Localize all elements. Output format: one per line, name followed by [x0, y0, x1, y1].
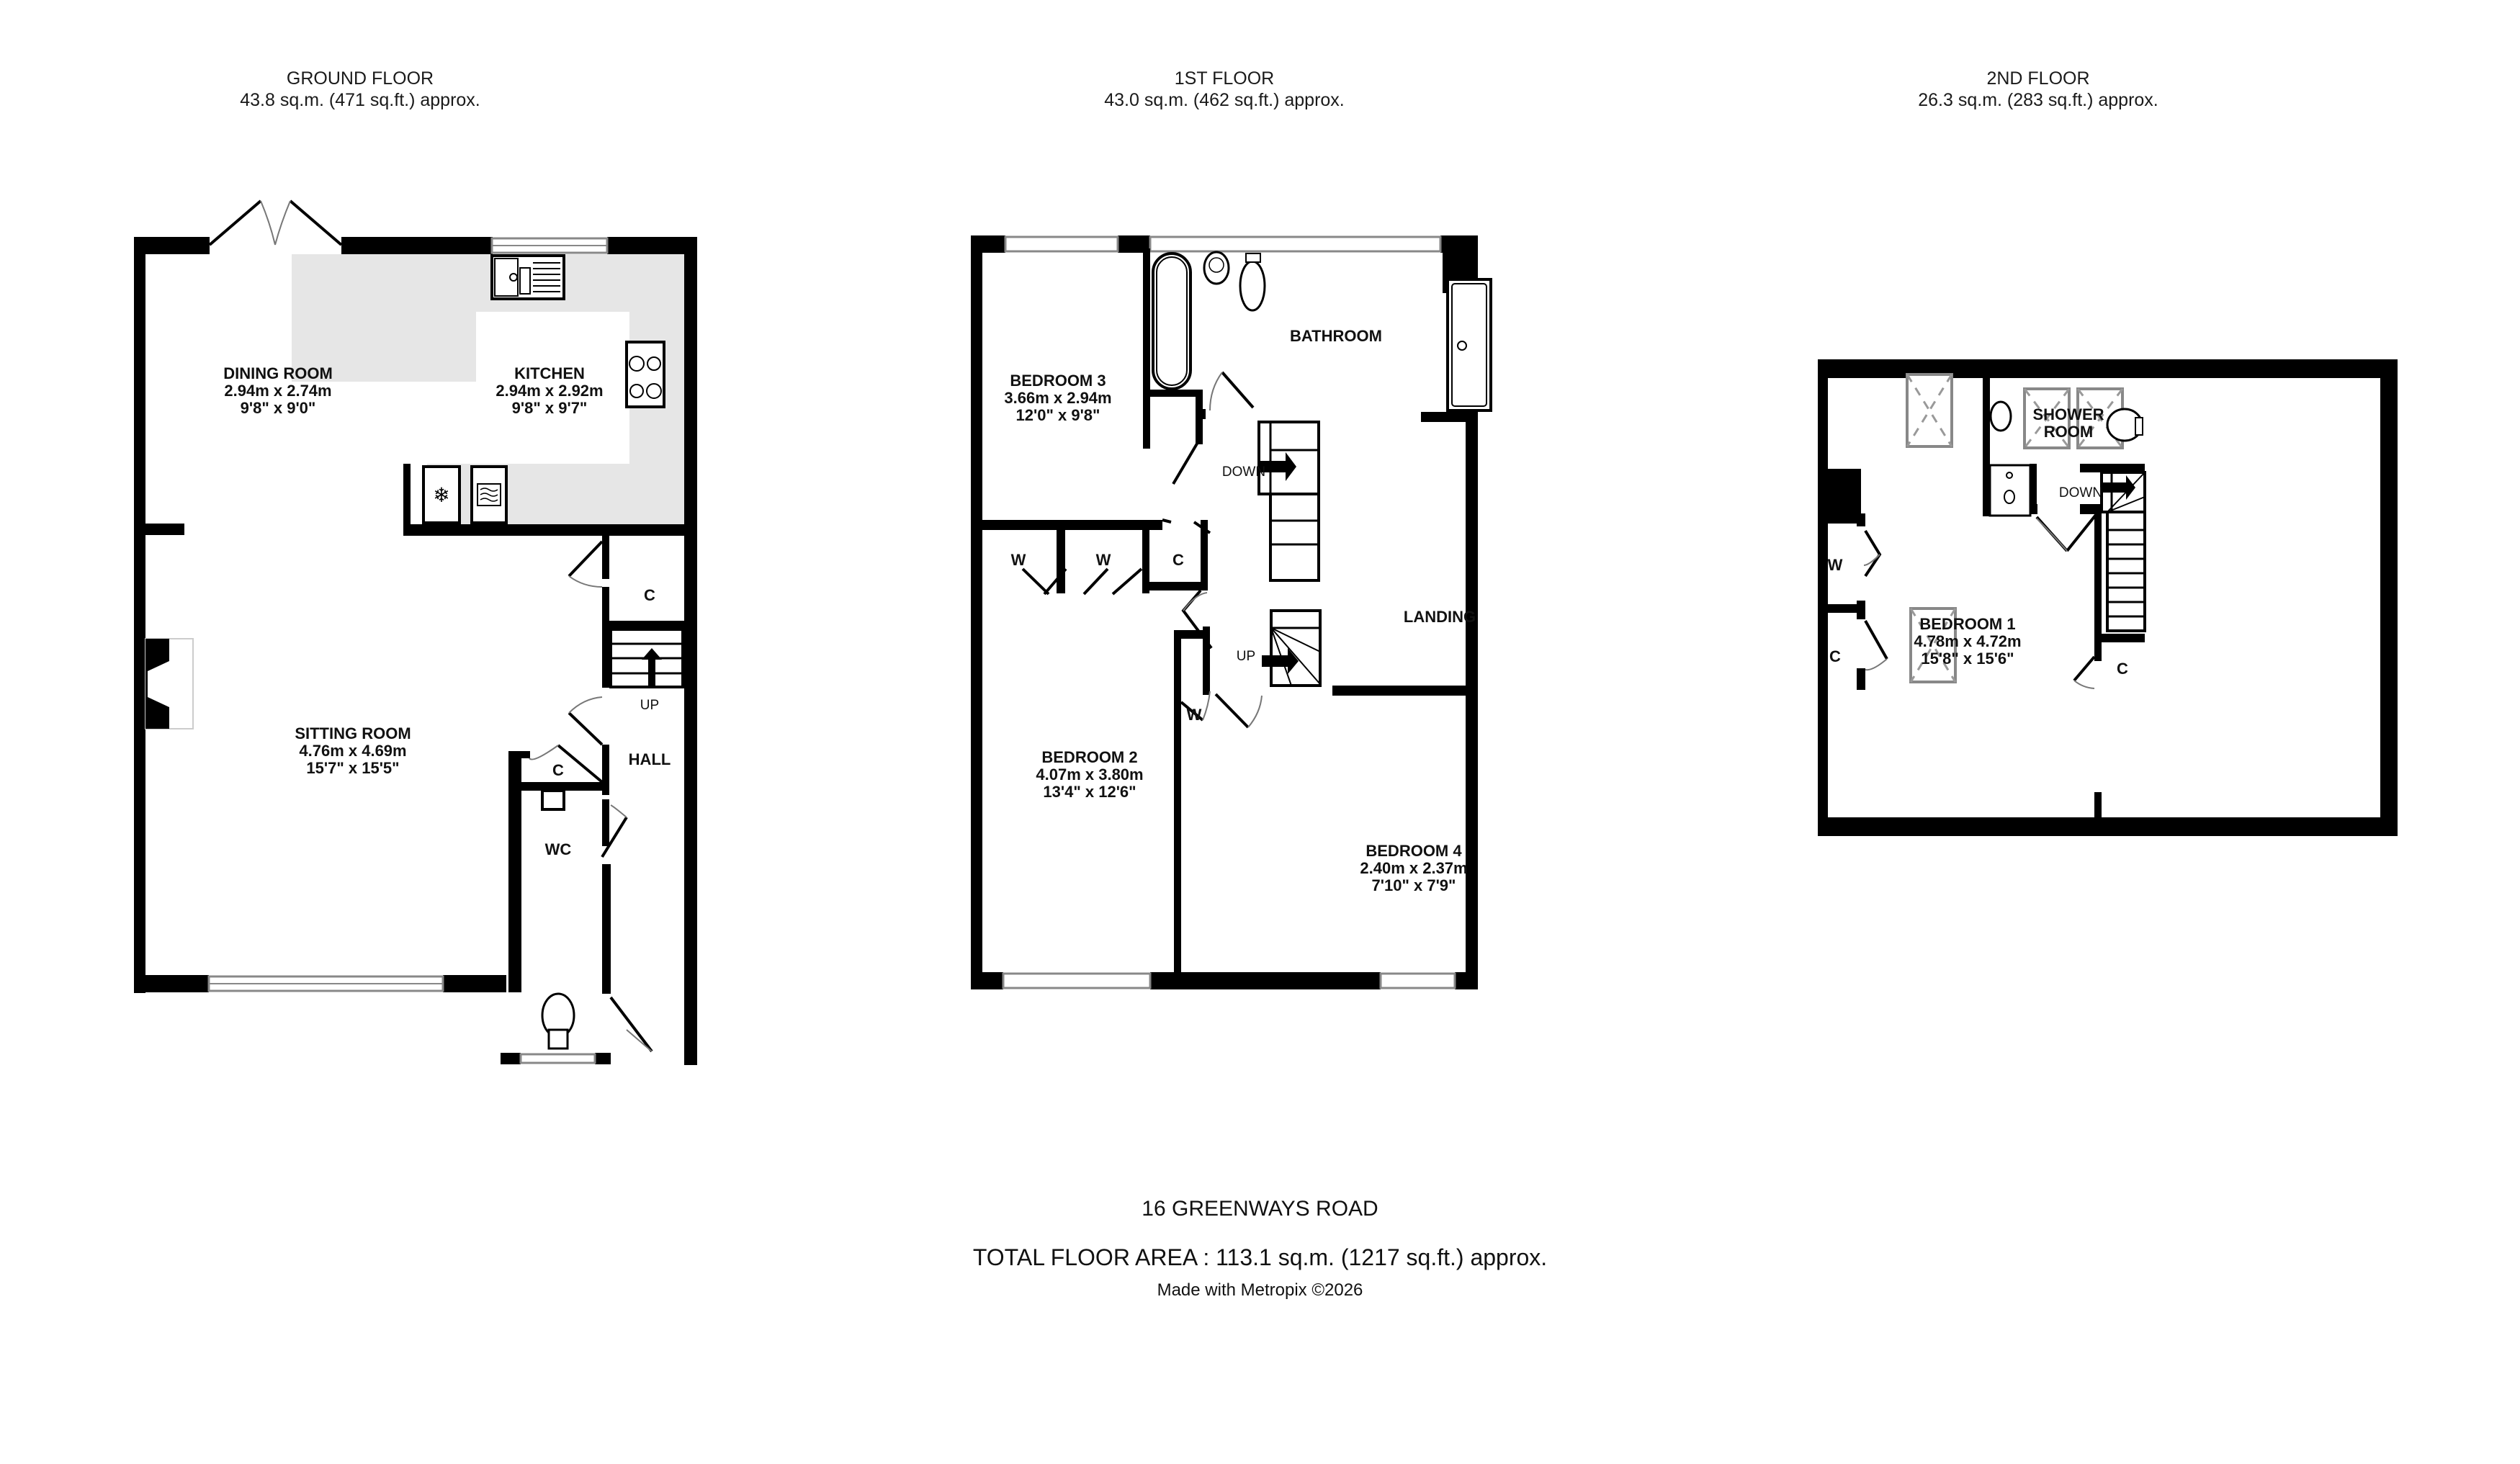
- window: [1002, 972, 1152, 989]
- label-cupboard: C: [552, 761, 564, 779]
- toilet-icon: [541, 992, 575, 1050]
- room-metric: 2.94m x 2.92m: [496, 382, 604, 400]
- floor-area: 43.0 sq.m. (462 sq.ft.) approx.: [1104, 90, 1345, 110]
- room-label-bedroom-2: BEDROOM 2 4.07m x 3.80m 13'4" x 12'6": [1036, 749, 1143, 801]
- label-stairs-up: UP: [640, 698, 660, 713]
- floor-title: 1ST FLOOR: [1174, 68, 1275, 89]
- label-hall: HALL: [628, 750, 671, 768]
- room-label-bathroom: BATHROOM: [1290, 328, 1382, 345]
- fireplace-icon: [145, 638, 194, 729]
- room-name: BEDROOM 2: [1041, 748, 1138, 766]
- room-name: BEDROOM 1: [1919, 615, 2016, 633]
- floor-title: 2ND FLOOR: [1986, 68, 2090, 89]
- first-floor-plan: [971, 235, 1492, 989]
- shower-icon: [1988, 464, 2032, 517]
- svg-text:❄: ❄: [433, 483, 449, 507]
- room-imperial: 15'8" x 15'6": [1921, 650, 2014, 668]
- room-name: LANDING: [1403, 608, 1476, 626]
- second-floor-heading: 2ND FLOOR 26.3 sq.m. (283 sq.ft.) approx…: [1894, 68, 2182, 111]
- ground-floor-heading: GROUND FLOOR 43.8 sq.m. (471 sq.ft.) app…: [216, 68, 504, 111]
- label-wardrobe: W: [1186, 706, 1202, 724]
- toilet-icon: [1239, 253, 1266, 312]
- credit-line: Made with Metropix ©2026: [1157, 1280, 1363, 1300]
- total-floor-area: TOTAL FLOOR AREA : 113.1 sq.m. (1217 sq.…: [972, 1244, 1548, 1270]
- room-imperial: 15'7" x 15'5": [306, 759, 400, 777]
- floor-title: GROUND FLOOR: [286, 68, 434, 89]
- floor-area: 43.8 sq.m. (471 sq.ft.) approx.: [240, 90, 480, 110]
- basin-icon: [1203, 251, 1230, 285]
- window: [1004, 235, 1119, 253]
- first-floor-stairs-up: [1262, 609, 1322, 687]
- label-cupboard: C: [2117, 660, 2128, 678]
- shower-icon: [1446, 278, 1492, 412]
- bath-icon: [1152, 252, 1192, 390]
- washing-machine-icon: [470, 465, 508, 524]
- fridge-icon: ❄: [422, 465, 461, 524]
- label-cupboard: C: [644, 586, 655, 604]
- stairs-arrow-icon: [2102, 475, 2135, 500]
- room-name: BEDROOM 3: [1010, 372, 1106, 390]
- sink-icon: [490, 254, 565, 300]
- label-cupboard: C: [1829, 647, 1841, 665]
- room-name: DINING ROOM: [223, 364, 333, 382]
- room-name: SITTING ROOM: [295, 724, 411, 742]
- room-imperial: 7'10" x 7'9": [1371, 876, 1456, 894]
- label-wardrobe: W: [1010, 551, 1026, 569]
- window: [1149, 235, 1442, 253]
- property-address: 16 GREENWAYS ROAD: [1142, 1197, 1378, 1221]
- skylight-icon: [1906, 373, 1953, 448]
- room-imperial: 13'4" x 12'6": [1043, 783, 1136, 801]
- room-imperial: 9'8" x 9'7": [511, 399, 588, 417]
- room-metric: 4.78m x 4.72m: [1914, 632, 2022, 650]
- room-metric: 2.40m x 2.37m: [1360, 859, 1468, 877]
- kitchen-counter: [292, 254, 684, 524]
- room-label-bedroom-4: BEDROOM 4 2.40m x 2.37m 7'10" x 7'9": [1360, 843, 1467, 894]
- basin-icon: [1989, 400, 2012, 432]
- window: [519, 1053, 596, 1064]
- room-metric: 3.66m x 2.94m: [1004, 389, 1112, 407]
- stairs-arrow-icon: [642, 648, 662, 688]
- first-floor-stairs-down: [1257, 421, 1320, 582]
- label-stairs-up: UP: [1236, 649, 1256, 664]
- label-wc: WC: [544, 840, 572, 858]
- room-name-line-2: ROOM: [2043, 423, 2094, 441]
- second-floor-stairs: [2100, 471, 2146, 632]
- second-floor-plan: [1818, 359, 2398, 836]
- room-name: BEDROOM 4: [1366, 842, 1462, 860]
- room-metric: 2.94m x 2.74m: [224, 382, 332, 400]
- window: [1379, 972, 1456, 989]
- floor-area: 26.3 sq.m. (283 sq.ft.) approx.: [1918, 90, 2158, 110]
- room-label-sitting-room: SITTING ROOM 4.76m x 4.69m 15'7" x 15'5": [295, 725, 411, 777]
- room-imperial: 12'0" x 9'8": [1015, 406, 1100, 424]
- room-label-landing: LANDING: [1404, 608, 1476, 626]
- first-floor-heading: 1ST FLOOR 43.0 sq.m. (462 sq.ft.) approx…: [1044, 68, 1404, 111]
- skylight-icon: [2023, 387, 2071, 449]
- room-name: SHOWER: [2032, 405, 2104, 423]
- room-metric: 4.76m x 4.69m: [299, 742, 407, 760]
- room-label-kitchen: KITCHEN 2.94m x 2.92m 9'8" x 9'7": [496, 365, 603, 417]
- toilet-icon: [2106, 408, 2143, 442]
- label-stairs-down: DOWN: [2058, 485, 2103, 500]
- room-imperial: 9'8" x 9'0": [240, 399, 316, 417]
- ground-stairs: [609, 628, 684, 688]
- french-doors: [208, 199, 343, 246]
- room-name: BATHROOM: [1290, 327, 1382, 345]
- ground-floor-plan: ❄: [134, 199, 697, 1065]
- room-label-shower-room: SHOWER ROOM: [2033, 406, 2104, 441]
- stairs-arrow-icon: [1259, 452, 1296, 481]
- label-stairs-down: DOWN: [1221, 464, 1266, 480]
- label-wardrobe: W: [1827, 556, 1843, 574]
- room-label-dining-room: DINING ROOM 2.94m x 2.74m 9'8" x 9'0": [223, 365, 333, 417]
- label-wardrobe: W: [1095, 551, 1111, 569]
- room-name: KITCHEN: [514, 364, 585, 382]
- room-label-bedroom-1: BEDROOM 1 4.78m x 4.72m 15'8" x 15'6": [1914, 616, 2021, 668]
- skylight-icon: [1909, 607, 1957, 683]
- label-cupboard: C: [1172, 551, 1184, 569]
- room-metric: 4.07m x 3.80m: [1036, 765, 1144, 783]
- basin-icon: [541, 789, 565, 811]
- room-label-bedroom-3: BEDROOM 3 3.66m x 2.94m 12'0" x 9'8": [1004, 372, 1111, 424]
- stairs-arrow-icon: [1262, 648, 1299, 674]
- hob-icon: [625, 341, 665, 408]
